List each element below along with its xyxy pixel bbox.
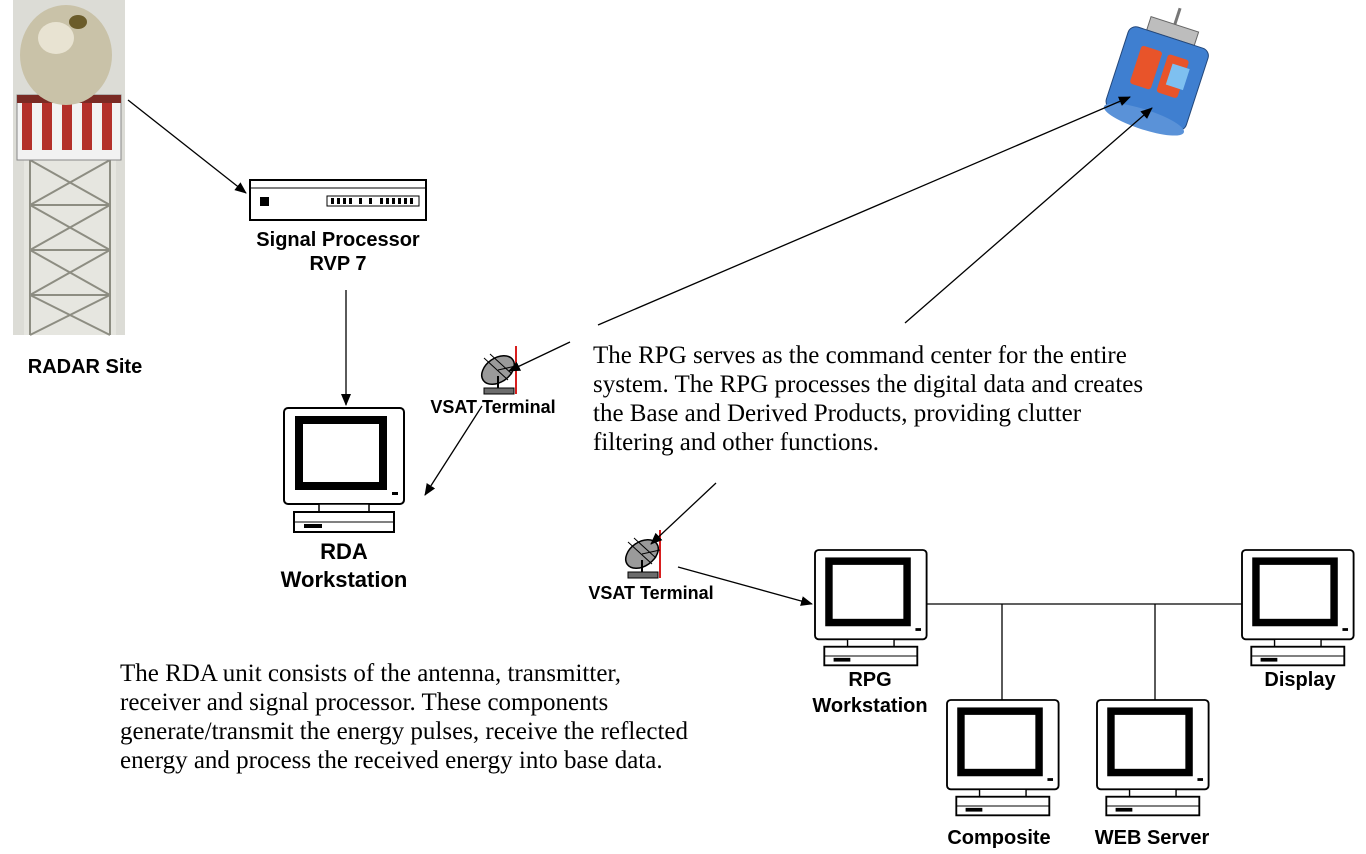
rpg-description-line: filtering and other functions. [593,429,880,456]
rpg-description-line: The RPG serves as the command center for… [593,342,1127,369]
rpg-workstation-label-2: Workstation [812,695,928,717]
composite-label: Composite [947,827,1051,849]
vsat-terminal-label: VSAT Terminal [430,397,556,417]
rda-description-line: receiver and signal processor. These com… [120,689,609,716]
radar-site-label: RADAR Site [27,356,143,378]
rda-description: The RDA unit consists of the antenna, tr… [120,659,688,775]
workstation-icon [1242,550,1354,665]
vsat-dish-icon [619,529,665,579]
satellite-icon [1103,7,1209,136]
workstation-icon [947,700,1059,815]
rpg-description: The RPG serves as the command center for… [593,341,1143,457]
signal-processor-label: Signal Processor [256,229,420,251]
web-server-label: WEB Server [1094,827,1210,849]
rda-workstation-label: RDA [320,539,368,564]
rda-description-line: The RDA unit consists of the antenna, tr… [120,660,621,687]
rpg-description-line: the Base and Derived Products, providing… [593,400,1082,427]
rpg-description-line: system. The RPG processes the digital da… [593,371,1144,398]
radar-tower-icon [13,0,125,336]
workstation-icon [1097,700,1209,815]
rda-workstation-label-2: Workstation [280,567,408,592]
rda-description-line: generate/transmit the energy pulses, rec… [120,718,689,745]
vsat-dish-icon [475,345,521,395]
display-label: Display [1264,669,1336,691]
workstation-icon [815,550,927,665]
rda-description-line: energy and process the received energy i… [120,747,663,774]
signal-processor-icon [249,179,427,221]
vsat-terminal-label: VSAT Terminal [588,583,714,603]
connectors [127,96,1242,700]
signal-processor-model-label: RVP 7 [309,253,367,275]
workstation-icon [284,408,404,532]
rpg-workstation-label: RPG [848,669,892,691]
